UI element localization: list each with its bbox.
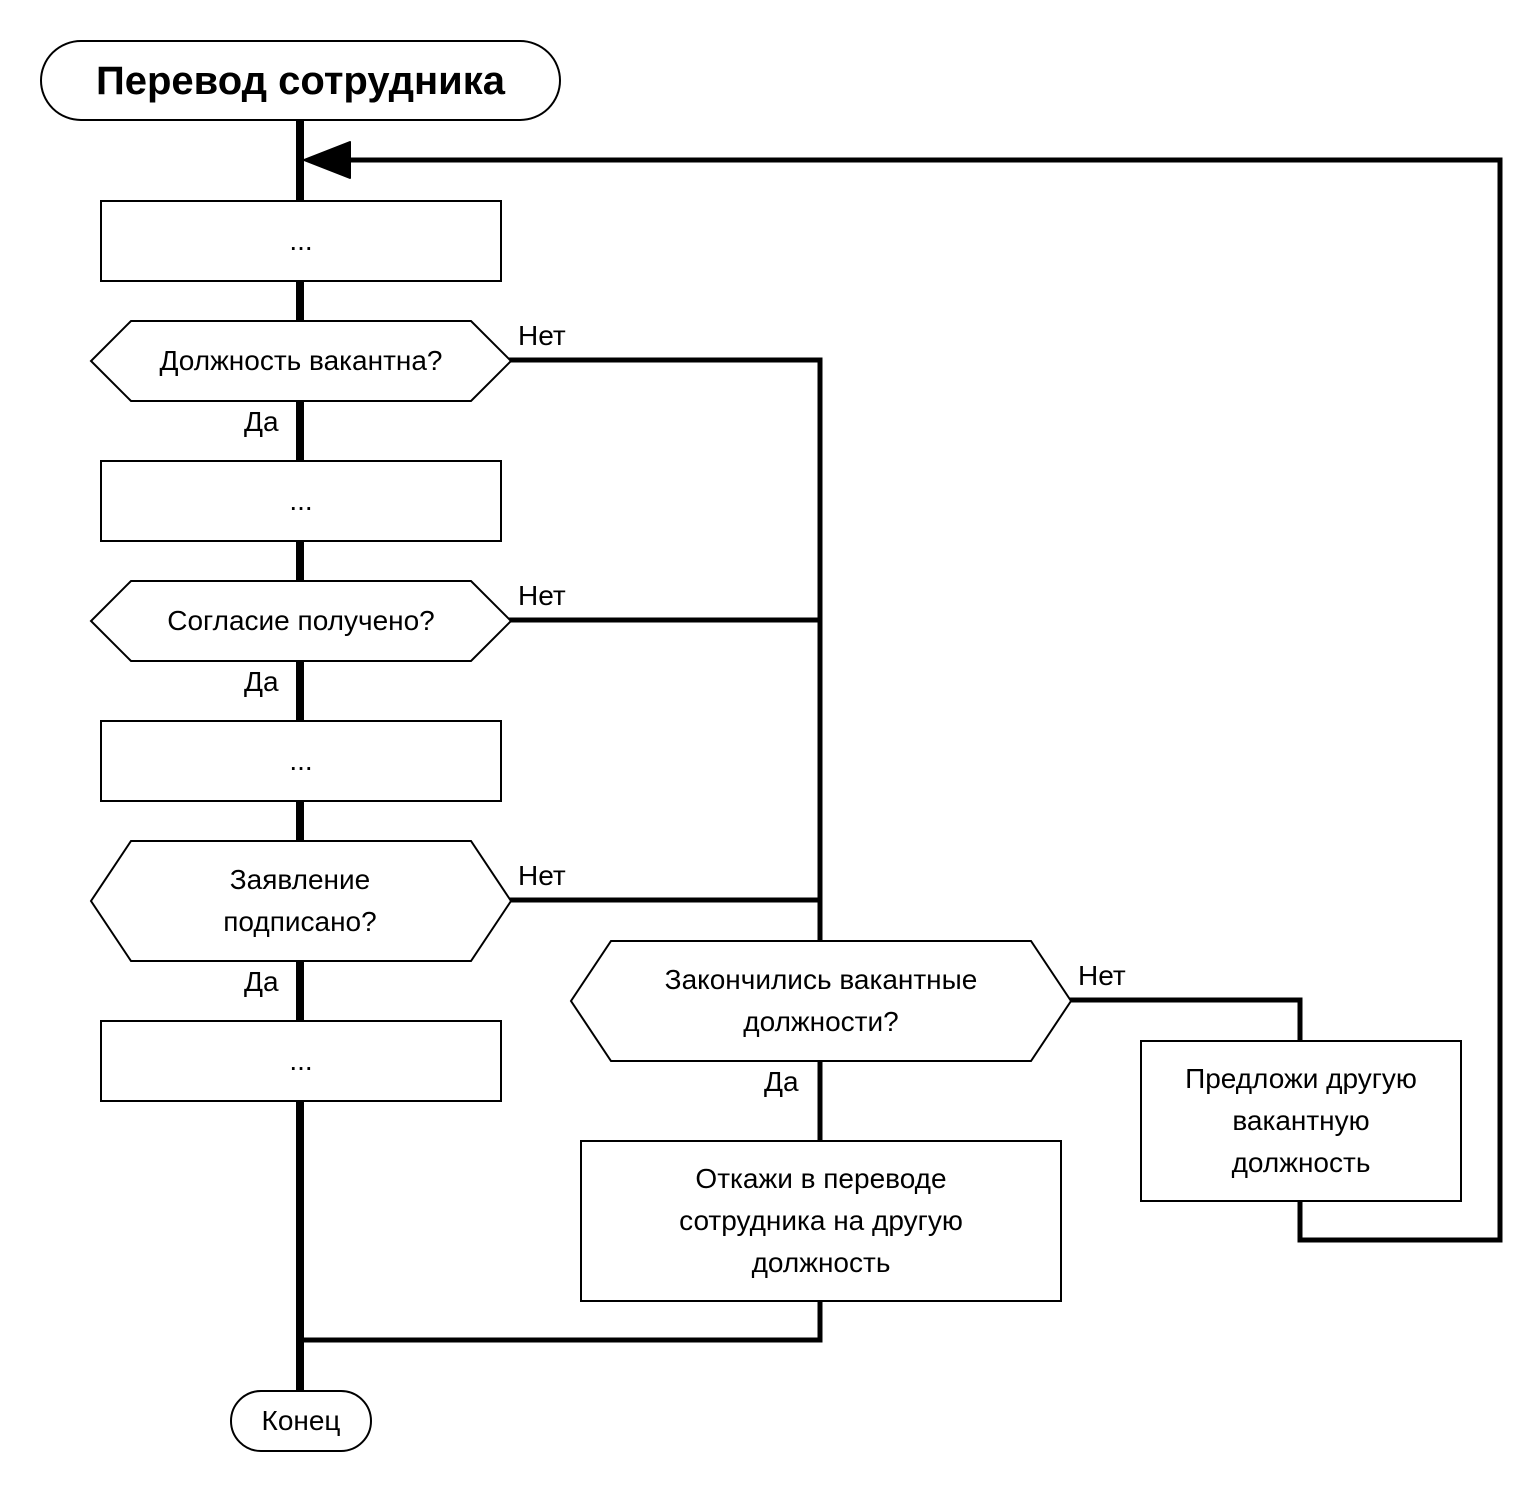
- arrow-head-icon: [303, 141, 351, 179]
- action-label-2: ...: [289, 485, 313, 516]
- edge-label-yes-4: Да: [764, 1066, 799, 1097]
- end-terminator: [230, 1390, 372, 1452]
- action-box-2: [100, 460, 502, 542]
- action-box-1: [100, 200, 502, 282]
- question-4-label: Закончились вакантные должности?: [664, 964, 978, 1037]
- action-label-3: ...: [289, 745, 313, 776]
- action-box-4: [100, 1020, 502, 1102]
- question-1-shape: [89, 320, 513, 402]
- edge-label-yes-2: Да: [244, 666, 279, 697]
- action-box-3: [100, 720, 502, 802]
- question-3-label: Заявление подписано?: [223, 864, 377, 937]
- end-label: Конец: [261, 1405, 341, 1436]
- offer-box: [1140, 1040, 1462, 1202]
- question-1-label: Должность вакантна?: [159, 345, 443, 376]
- action-label-4: ...: [289, 1045, 313, 1076]
- refuse-box: [580, 1140, 1062, 1302]
- question-4-shape: [569, 940, 1073, 1062]
- no-connector-4: [1067, 997, 1303, 1043]
- action-label-1: ...: [289, 225, 313, 256]
- start-terminator: [40, 40, 561, 121]
- edge-label-yes-1: Да: [244, 406, 279, 437]
- refuse-return-line: [297, 1297, 823, 1343]
- edge-label-no-1: Нет: [518, 320, 566, 351]
- refuse-label: Откажи в переводе сотрудника на другую д…: [679, 1163, 963, 1278]
- edge-label-no-2: Нет: [518, 580, 566, 611]
- question-2-label: Согласие получено?: [167, 605, 435, 636]
- question-2-shape: [89, 580, 513, 662]
- question-3-shape: [89, 840, 513, 962]
- edge-label-no-4: Нет: [1078, 960, 1126, 991]
- offer-label: Предложи другую вакантную должность: [1185, 1063, 1417, 1178]
- loop-back-line: [337, 157, 1503, 1243]
- edge-label-yes-3: Да: [244, 966, 279, 997]
- edge-label-no-3: Нет: [518, 860, 566, 891]
- diagram-title: Перевод сотрудника: [96, 58, 505, 103]
